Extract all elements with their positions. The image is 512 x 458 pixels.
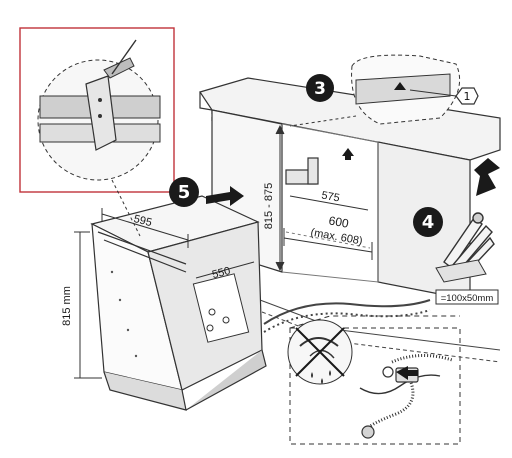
- countertop-detail-inset: [289, 54, 461, 127]
- unit-width-dimension: [101, 208, 189, 248]
- opening-size-label: =100x50mm: [441, 293, 494, 304]
- outer-depth-dimension: [283, 228, 373, 260]
- prohibited-hose-detail: [287, 319, 353, 385]
- connection-detail-panel: [289, 315, 461, 445]
- side-panel-cutouts: [192, 273, 250, 343]
- drain-hose: [263, 299, 431, 333]
- step-4-label: 4: [422, 212, 435, 233]
- water-hoses: [359, 354, 453, 431]
- height-range-dimension: [275, 124, 285, 272]
- unit-height-dimension: [74, 231, 102, 379]
- step-5-badge: 5: [169, 177, 199, 207]
- callout-1: 1: [455, 87, 479, 105]
- unit-side-label: 550: [211, 265, 232, 281]
- unit-side-dimension: [195, 261, 255, 279]
- inset-leader-line: [111, 179, 141, 237]
- callout-1-label: 1: [464, 90, 471, 103]
- clip-detail-inset: [19, 27, 175, 193]
- step-5-label: 5: [178, 182, 191, 203]
- opening-size-box: =100x50mm: [435, 289, 499, 305]
- inner-depth-label: 575: [320, 190, 340, 205]
- unit-height-label: 815 mm: [61, 286, 73, 326]
- height-range-label: 815 - 875: [263, 183, 275, 229]
- inner-depth-dimension: [289, 195, 369, 211]
- step-3-badge: 3: [306, 74, 334, 102]
- unit-width-label: 595: [132, 213, 153, 229]
- connect-arrow-icon: [396, 366, 418, 380]
- up-arrow-icon: [342, 148, 354, 160]
- mounting-bracket: [285, 157, 319, 185]
- niche-back: [281, 123, 379, 283]
- step-4-badge: 4: [413, 207, 443, 237]
- front-dots: [110, 270, 138, 358]
- hose-connector: [361, 366, 419, 439]
- wall-opening: [435, 259, 487, 283]
- step-3-label: 3: [314, 79, 326, 99]
- outer-depth-label: 600: [328, 213, 350, 230]
- lift-arrow-icon: [474, 158, 500, 196]
- outer-depth-max-label: (max. 608): [310, 227, 364, 248]
- push-arrow-icon: [206, 186, 244, 206]
